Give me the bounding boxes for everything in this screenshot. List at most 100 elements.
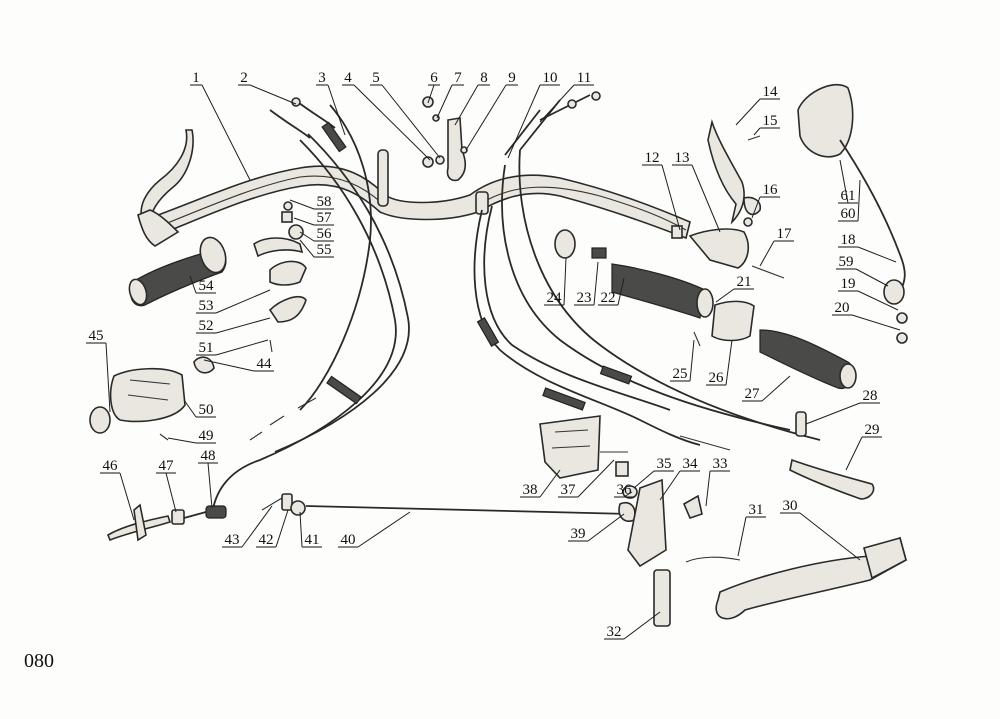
callout-number: 56 (317, 226, 333, 242)
callout-number: 61 (841, 188, 856, 204)
callout-37: 37 (558, 459, 615, 498)
callout-number: 23 (577, 290, 592, 306)
mirror (797, 83, 908, 344)
callout-number: 14 (763, 84, 779, 100)
callout-leader-line (299, 239, 315, 258)
callout-leader-line (183, 399, 197, 418)
callout-leader-line (737, 516, 747, 557)
callout-leader-line (189, 275, 197, 294)
callout-58: 58 (289, 194, 334, 210)
callout-38: 38 (520, 469, 561, 498)
callout-leader-line (105, 342, 111, 413)
callout-leader-line (623, 611, 661, 640)
callout-leader-line (427, 84, 435, 104)
callout-number: 32 (607, 624, 622, 640)
callout-13: 13 (672, 150, 721, 233)
callout-27: 27 (742, 375, 791, 402)
callout-26: 26 (706, 339, 733, 386)
callout-number: 21 (737, 274, 752, 290)
handlebar (148, 149, 691, 240)
callout-61: 61 (838, 159, 858, 204)
callout-number: 4 (344, 70, 352, 86)
callout-44: 44 (203, 356, 274, 372)
callout-number: 26 (709, 370, 725, 386)
callout-number: 33 (713, 456, 728, 472)
callout-number: 11 (577, 70, 591, 86)
callout-leader-line (659, 470, 681, 501)
callout-number: 39 (571, 526, 586, 542)
callout-1: 1 (190, 70, 251, 181)
callout-leader-line (623, 491, 633, 498)
callout-number: 29 (865, 422, 880, 438)
callout-number: 52 (199, 318, 214, 334)
left-grip-assembly (89, 201, 307, 441)
right-grip-assembly (554, 119, 857, 389)
callout-number: 45 (89, 328, 104, 344)
callout-leader-line (725, 339, 733, 386)
callout-leader-line (357, 511, 411, 548)
callout-52: 52 (196, 317, 271, 334)
callout-2: 2 (238, 70, 297, 105)
callout-number: 28 (863, 388, 878, 404)
callout-leader-line (593, 261, 599, 306)
callout-leader-line (203, 359, 255, 372)
callout-leader-line (751, 196, 761, 219)
callout-number: 8 (480, 70, 488, 86)
callout-leader-line (563, 257, 567, 306)
callout-11: 11 (539, 70, 594, 123)
callout-number: 7 (454, 70, 462, 86)
callout-12: 12 (642, 150, 681, 231)
callout-number: 49 (199, 428, 214, 444)
callout-number: 9 (508, 70, 516, 86)
callout-19: 19 (838, 276, 899, 311)
callout-10: 10 (507, 70, 560, 159)
callout-leader-line (617, 277, 625, 306)
callout-leader-line (587, 513, 625, 542)
callout-leader-line (293, 217, 315, 226)
callout-leader-line (845, 436, 863, 471)
callout-15: 15 (753, 113, 780, 136)
callout-34: 34 (659, 456, 700, 501)
callout-59: 59 (836, 254, 889, 287)
callout-43: 43 (222, 505, 273, 548)
callout-17: 17 (759, 226, 794, 267)
callout-8: 8 (454, 70, 490, 126)
callout-leader-line (299, 231, 315, 242)
callout-leader-line (539, 84, 575, 123)
callout-leader-line (839, 159, 849, 204)
callout-leader-line (465, 84, 507, 151)
callout-7: 7 (436, 70, 464, 119)
callout-42: 42 (256, 509, 289, 548)
callout-leader-line (661, 164, 681, 231)
callout-number: 46 (103, 458, 119, 474)
callout-48: 48 (198, 448, 218, 509)
callout-53: 53 (196, 289, 271, 314)
callout-23: 23 (574, 261, 599, 306)
callout-leader-line (539, 469, 561, 498)
callout-3: 3 (316, 70, 346, 136)
callout-number: 51 (199, 340, 214, 356)
callout-leader-line (805, 402, 861, 425)
callout-40: 40 (338, 511, 411, 548)
callout-leader-line (381, 84, 441, 159)
callout-number: 20 (835, 300, 850, 316)
callout-60: 60 (838, 179, 861, 222)
callout-number: 59 (839, 254, 854, 270)
callout-number: 1 (192, 70, 200, 86)
callout-51: 51 (196, 339, 269, 356)
callout-leader-line (215, 317, 271, 334)
callout-36: 36 (614, 482, 634, 498)
lower-right-parts (539, 411, 907, 627)
callout-number: 50 (199, 402, 214, 418)
callout-leader-line (299, 511, 303, 548)
callout-46: 46 (100, 458, 135, 521)
callout-39: 39 (568, 513, 625, 542)
callout-4: 4 (342, 70, 431, 161)
callout-25: 25 (670, 339, 695, 382)
callout-leader-line (165, 472, 177, 513)
callout-54: 54 (189, 275, 216, 294)
callout-number: 41 (305, 532, 320, 548)
callout-leader-line (353, 84, 431, 161)
